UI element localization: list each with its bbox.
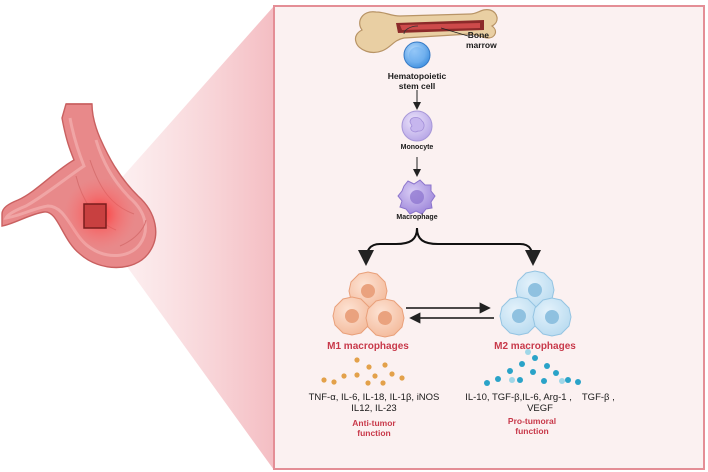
m1-function-label: Anti-tumor function: [352, 418, 396, 438]
hematopoietic-stem-cell-label: Hematopoietic stem cell: [387, 71, 447, 91]
bone-marrow-label: Bone marrow: [466, 30, 497, 50]
m2-macrophage-cluster: [499, 270, 572, 337]
arrow-to-m2: [416, 227, 541, 266]
m2-cytokine-dots: [484, 355, 581, 386]
bone-marrow-pointer: [440, 27, 469, 37]
m1-title: M1 macrophages: [327, 341, 409, 352]
zoom-wedge: [102, 6, 274, 470]
m1-cytokine-dots: [321, 357, 405, 386]
m2-function-label: Pro-tumoral function: [507, 416, 557, 436]
m1-macrophage-cluster: [332, 271, 405, 338]
bone-to-cell-curve: [403, 25, 419, 35]
macrophage-label: Macrophage: [396, 214, 438, 221]
bone-illustration: [354, 8, 498, 54]
magnified-panel: [273, 5, 705, 470]
m2-title: M2 macrophages: [494, 341, 576, 352]
monocyte-label: Monocyte: [400, 144, 434, 151]
arrow-to-m1: [358, 227, 418, 266]
tumor-focus-box: [83, 203, 107, 229]
m1-cytokine-list: TNF-α, IL-6, IL-18, IL-1β, iNOS IL12, IL…: [308, 392, 440, 414]
m2-cytokine-list: IL-10, TGF-β,IL-6, Arg-1 ,TGF-β , VEGF: [465, 392, 615, 414]
m2-cytokine-dots-faint: [509, 349, 565, 384]
